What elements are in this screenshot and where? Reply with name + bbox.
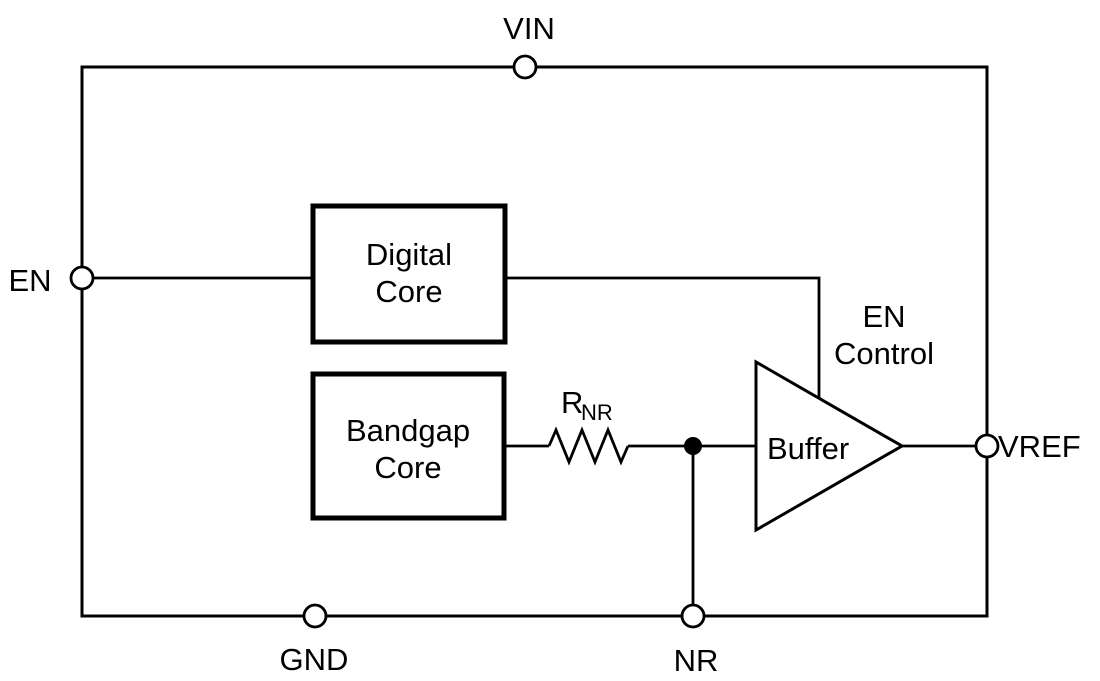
bandgap-core-block bbox=[310, 371, 507, 521]
vin-label: VIN bbox=[503, 11, 555, 46]
buffer-amplifier bbox=[754, 359, 906, 533]
bandgap-core-label-line2: Core bbox=[374, 450, 441, 485]
resistor-label: R bbox=[561, 385, 583, 420]
nr-label: NR bbox=[674, 643, 719, 678]
digital-core-label-line1: Digital bbox=[366, 237, 452, 272]
digital-core-label-line2: Core bbox=[375, 274, 442, 309]
vref-label: VREF bbox=[998, 429, 1081, 464]
en-control-wire bbox=[505, 276, 821, 399]
digital-core-block bbox=[310, 203, 508, 345]
en-control-label-line2: Control bbox=[834, 336, 934, 371]
vref-terminal bbox=[974, 433, 1000, 459]
nr-terminal bbox=[680, 603, 706, 629]
gnd-terminal bbox=[302, 603, 328, 629]
resistor-label-subscript: NR bbox=[581, 400, 613, 425]
bandgap-core-label-line1: Bandgap bbox=[346, 413, 470, 448]
gnd-label: GND bbox=[280, 642, 349, 677]
junction-dot bbox=[684, 437, 702, 455]
en-control-label-line1: EN bbox=[862, 299, 905, 334]
en-pin-label: EN bbox=[8, 263, 51, 298]
buffer-label: Buffer bbox=[767, 431, 849, 466]
vin-terminal bbox=[512, 54, 538, 80]
resistor-zigzag bbox=[547, 426, 630, 466]
en-terminal bbox=[69, 265, 95, 291]
